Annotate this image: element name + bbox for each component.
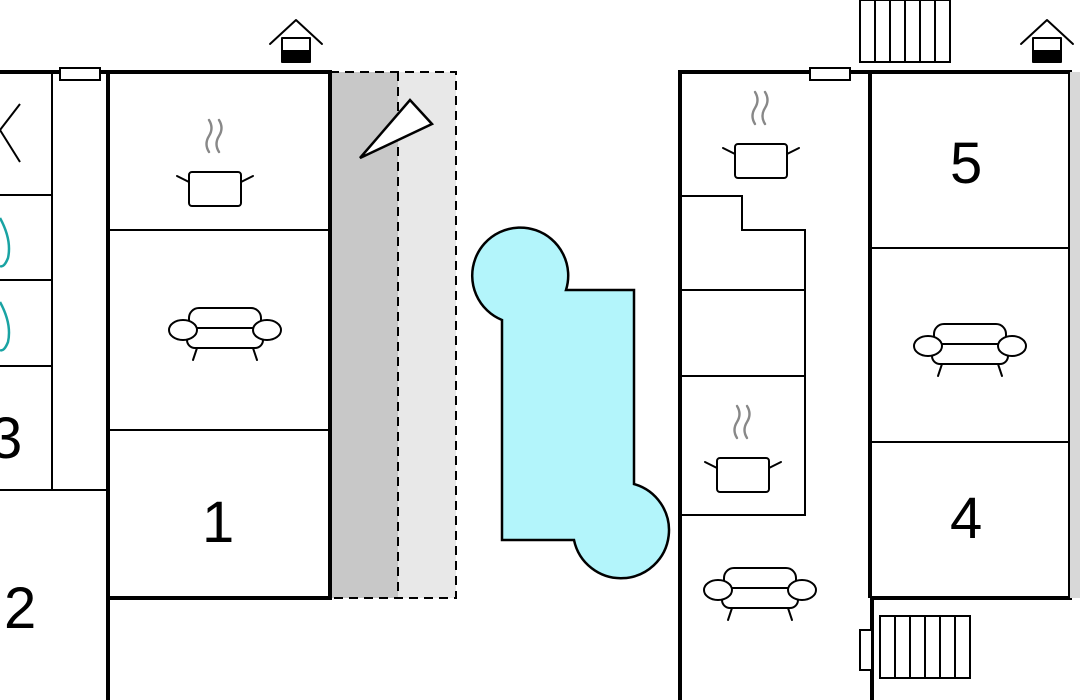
room-label-5: 5	[950, 131, 982, 196]
sink-icon	[0, 217, 11, 268]
window	[59, 67, 101, 81]
room-label-2: 2	[4, 576, 36, 641]
cooking-pot-icon	[721, 90, 801, 180]
toilet-icon	[0, 301, 11, 352]
sofa-icon	[913, 323, 1027, 377]
sofa-icon	[168, 307, 282, 361]
pool-shape	[470, 226, 671, 580]
terrace-area	[329, 71, 457, 599]
sofa-icon	[703, 567, 817, 621]
entrance-icon	[269, 19, 323, 63]
window	[809, 67, 851, 81]
room-label-1: 1	[202, 490, 234, 555]
room-label-4: 4	[950, 486, 982, 551]
side-terrace	[1070, 72, 1080, 598]
cooking-pot-icon	[175, 118, 255, 208]
stairs-icon	[879, 615, 971, 679]
umbrella-icon	[359, 98, 435, 160]
door-swing-icon	[0, 103, 21, 163]
cooking-pot-icon	[703, 404, 783, 494]
room-label-3: 3	[0, 406, 22, 471]
left-house	[0, 67, 332, 700]
window	[859, 629, 873, 671]
stairs-icon	[859, 0, 951, 63]
entrance-icon	[1020, 19, 1074, 63]
